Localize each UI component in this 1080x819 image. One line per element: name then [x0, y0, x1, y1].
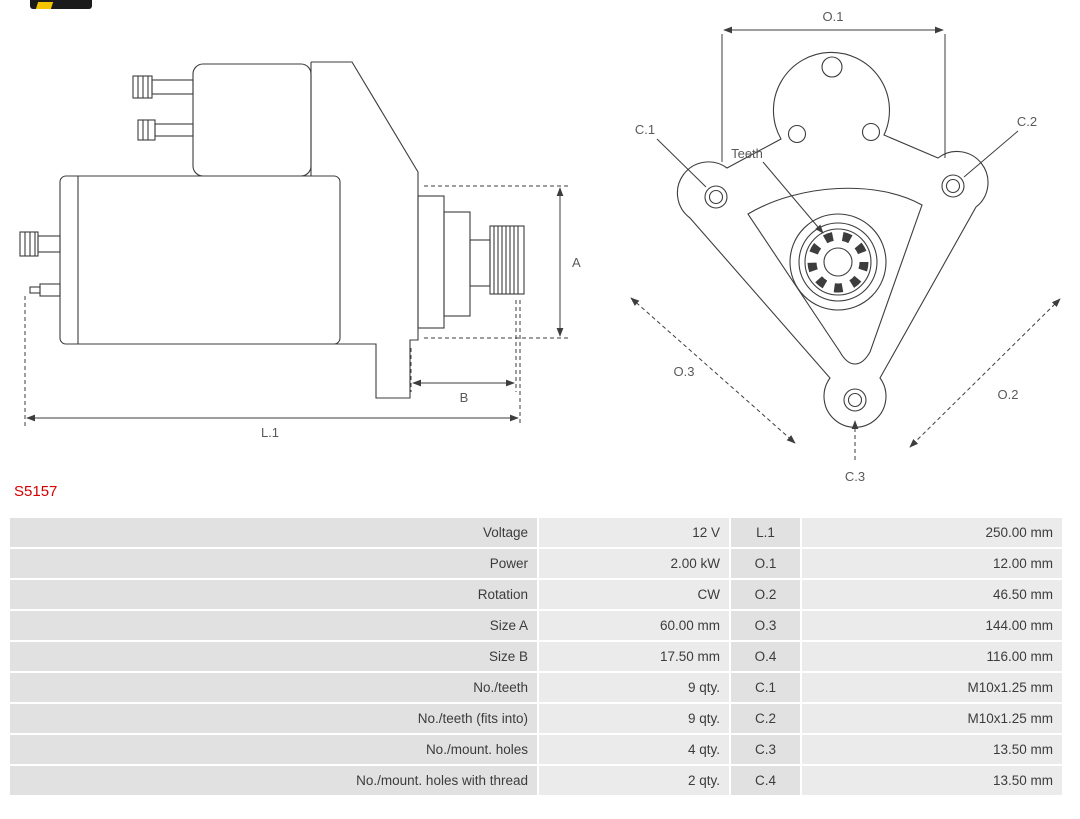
spec-label: No./teeth (fits into) [10, 704, 537, 733]
dim-label-c3: C.3 [845, 469, 865, 484]
dim-label-c2: C.2 [1017, 114, 1037, 129]
spec-value: 9 qty. [539, 704, 729, 733]
front-view-dimensions [630, 26, 1061, 460]
spec-row: Size A 60.00 mm O.3 144.00 mm [10, 611, 1062, 640]
spec-label: No./teeth [10, 673, 537, 702]
spec-row: No./mount. holes 4 qty. C.3 13.50 mm [10, 735, 1062, 764]
spec-dim-value: 116.00 mm [802, 642, 1062, 671]
spec-value: 4 qty. [539, 735, 729, 764]
brand-logo [30, 0, 92, 9]
spec-value: CW [539, 580, 729, 609]
spec-label: No./mount. holes [10, 735, 537, 764]
part-number: S5157 [14, 483, 58, 500]
spec-dim-value: M10x1.25 mm [802, 704, 1062, 733]
spec-row: Size B 17.50 mm O.4 116.00 mm [10, 642, 1062, 671]
specs-table: Voltage 12 V L.1 250.00 mm Power 2.00 kW… [8, 516, 1064, 797]
spec-dim-code: C.1 [731, 673, 800, 702]
spec-dim-value: M10x1.25 mm [802, 673, 1062, 702]
spec-dim-code: O.3 [731, 611, 800, 640]
spec-row: Voltage 12 V L.1 250.00 mm [10, 518, 1062, 547]
spec-row: Rotation CW O.2 46.50 mm [10, 580, 1062, 609]
spec-label: Voltage [10, 518, 537, 547]
spec-dim-value: 250.00 mm [802, 518, 1062, 547]
spec-dim-value: 46.50 mm [802, 580, 1062, 609]
spec-dim-value: 13.50 mm [802, 735, 1062, 764]
dim-label-o3: O.3 [674, 364, 695, 379]
spec-dim-code: L.1 [731, 518, 800, 547]
spec-dim-code: C.3 [731, 735, 800, 764]
spec-row: Power 2.00 kW O.1 12.00 mm [10, 549, 1062, 578]
side-view-dimensions [24, 185, 568, 426]
technical-drawing: A B L.1 O.1 C.1 C.2 Teeth O.3 O.2 C.3 [19, 9, 1061, 484]
spec-value: 2 qty. [539, 766, 729, 795]
drawing-labels: A B L.1 O.1 C.1 C.2 Teeth O.3 O.2 C.3 [261, 9, 1037, 484]
spec-row: No./mount. holes with thread 2 qty. C.4 … [10, 766, 1062, 795]
spec-label: Rotation [10, 580, 537, 609]
spec-row: No./teeth (fits into) 9 qty. C.2 M10x1.2… [10, 704, 1062, 733]
spec-value: 12 V [539, 518, 729, 547]
spec-value: 9 qty. [539, 673, 729, 702]
dim-label-b: B [460, 390, 469, 405]
spec-label: Size B [10, 642, 537, 671]
spec-row: No./teeth 9 qty. C.1 M10x1.25 mm [10, 673, 1062, 702]
dim-label-c1: C.1 [635, 122, 655, 137]
spec-value: 2.00 kW [539, 549, 729, 578]
dim-label-a: A [572, 255, 581, 270]
spec-value: 17.50 mm [539, 642, 729, 671]
spec-dim-code: O.1 [731, 549, 800, 578]
spec-value: 60.00 mm [539, 611, 729, 640]
front-view-drawing [676, 51, 989, 428]
spec-dim-code: O.4 [731, 642, 800, 671]
dim-label-o1: O.1 [823, 9, 844, 24]
spec-label: No./mount. holes with thread [10, 766, 537, 795]
side-view-drawing [19, 61, 525, 399]
spec-dim-code: C.2 [731, 704, 800, 733]
spec-dim-value: 13.50 mm [802, 766, 1062, 795]
brand-logo-background [30, 0, 92, 9]
spec-label: Power [10, 549, 537, 578]
spec-dim-value: 144.00 mm [802, 611, 1062, 640]
dim-label-o2: O.2 [998, 387, 1019, 402]
teeth-label: Teeth [731, 146, 763, 161]
spec-label: Size A [10, 611, 537, 640]
spec-dim-code: O.2 [731, 580, 800, 609]
spec-dim-value: 12.00 mm [802, 549, 1062, 578]
dim-label-l1: L.1 [261, 425, 279, 440]
spec-dim-code: C.4 [731, 766, 800, 795]
